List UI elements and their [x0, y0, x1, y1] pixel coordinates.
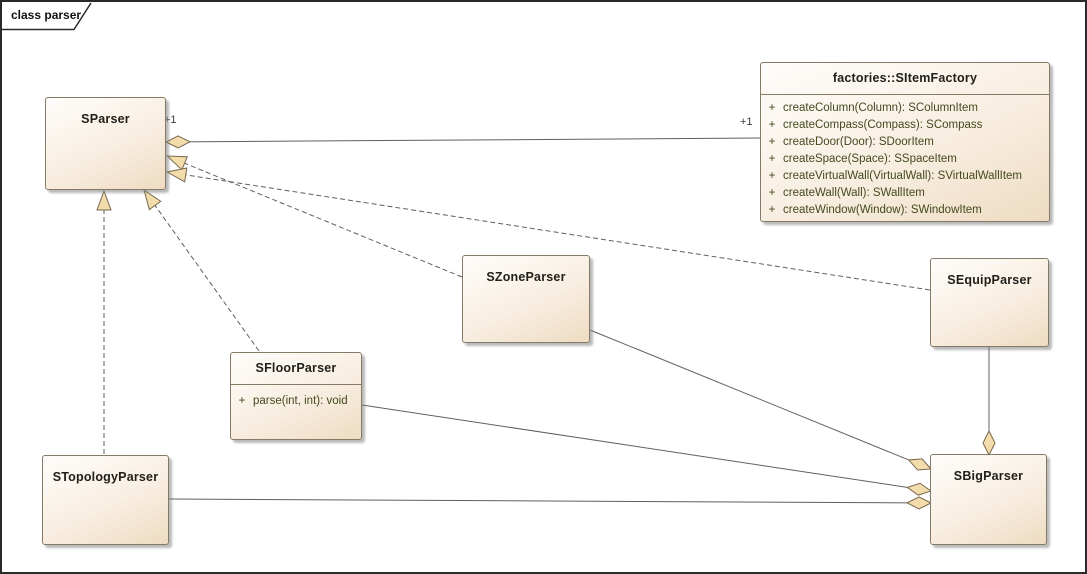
- class-title: factories::SItemFactory: [761, 63, 1049, 95]
- method-row: + createColumn(Column): SColumnItem: [761, 100, 1049, 117]
- class-title: SParser: [81, 112, 130, 126]
- method-row: + createCompass(Compass): SCompass: [761, 117, 1049, 134]
- visibility-sign: +: [768, 204, 776, 216]
- multiplicity-target: +1: [740, 116, 753, 128]
- connector-szone-sparser[interactable]: [167, 156, 463, 278]
- method-signature: parse(int, int): void: [253, 395, 348, 407]
- visibility-sign: +: [768, 153, 776, 165]
- connector-szone-sbig[interactable]: [589, 329, 931, 469]
- class-title: SBigParser: [953, 469, 1024, 483]
- method-row: + createVirtualWall(VirtualWall): SVirtu…: [761, 168, 1049, 185]
- class-szoneparser[interactable]: SZoneParser: [462, 255, 590, 343]
- class-sbigparser[interactable]: SBigParser: [930, 454, 1047, 545]
- class-title: SZoneParser: [486, 270, 566, 284]
- method-list: + parse(int, int): void: [231, 385, 361, 410]
- class-sitemfactory[interactable]: factories::SItemFactory + createColumn(C…: [760, 62, 1050, 222]
- class-title: SFloorParser: [231, 353, 361, 385]
- method-row: + createSpace(Space): SSpaceItem: [761, 151, 1049, 168]
- method-row: + createWindow(Window): SWindowItem: [761, 202, 1049, 219]
- class-stopologyparser[interactable]: STopologyParser: [42, 455, 169, 545]
- multiplicity-source: +1: [164, 114, 177, 126]
- connector-sparser-factory[interactable]: [166, 138, 761, 142]
- visibility-sign: +: [768, 187, 776, 199]
- method-row: + parse(int, int): void: [231, 393, 361, 410]
- visibility-sign: +: [768, 119, 776, 131]
- frame-tab: [2, 2, 92, 31]
- method-list: + createColumn(Column): SColumnItem + cr…: [761, 95, 1049, 219]
- method-signature: createWall(Wall): SWallItem: [783, 187, 925, 199]
- connector-sequip-sparser[interactable]: [167, 172, 931, 291]
- class-sequipparser[interactable]: SEquipParser: [930, 258, 1049, 347]
- method-signature: createVirtualWall(VirtualWall): SVirtual…: [783, 170, 1023, 182]
- class-title: SEquipParser: [947, 273, 1032, 287]
- method-signature: createDoor(Door): SDoorItem: [783, 136, 934, 148]
- visibility-sign: +: [768, 102, 776, 114]
- method-row: + createDoor(Door): SDoorItem: [761, 134, 1049, 151]
- frame-tab-label: class parser: [11, 8, 82, 22]
- visibility-sign: +: [768, 136, 776, 148]
- connector-sfloor-sbig[interactable]: [361, 404, 931, 491]
- method-signature: createWindow(Window): SWindowItem: [783, 204, 982, 216]
- connector-stopo-sbig[interactable]: [168, 499, 931, 503]
- method-row: + createWall(Wall): SWallItem: [761, 185, 1049, 202]
- class-sfloorparser[interactable]: SFloorParser + parse(int, int): void: [230, 352, 362, 440]
- visibility-sign: +: [238, 395, 246, 407]
- visibility-sign: +: [768, 170, 776, 182]
- method-signature: createSpace(Space): SSpaceItem: [783, 153, 957, 165]
- class-sparser[interactable]: SParser: [45, 97, 166, 190]
- connector-sfloor-sparser[interactable]: [144, 190, 260, 352]
- class-title: STopologyParser: [52, 470, 159, 484]
- method-signature: createColumn(Column): SColumnItem: [783, 102, 978, 114]
- method-signature: createCompass(Compass): SCompass: [783, 119, 983, 131]
